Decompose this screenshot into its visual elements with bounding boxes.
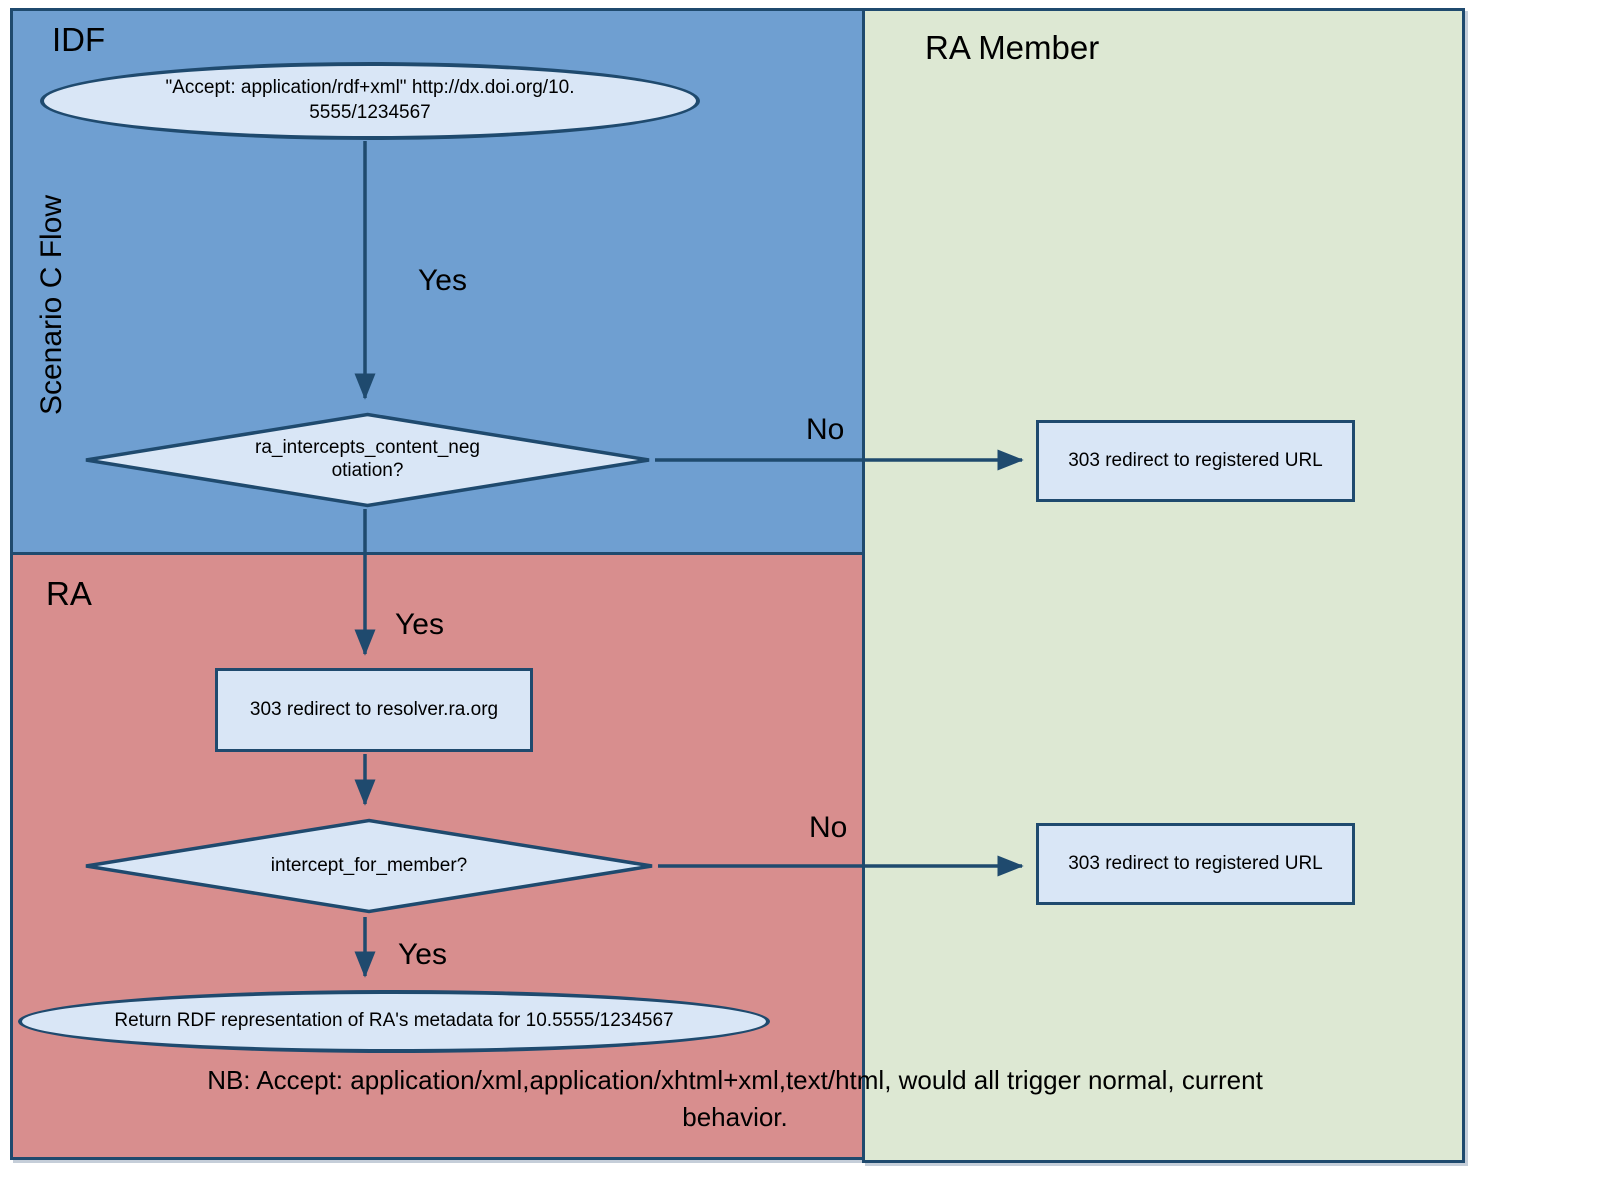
lane-ra-member [862,8,1465,1163]
node-redirect2-text: 303 redirect to registered URL [1068,852,1323,874]
edge-label-yes-2: Yes [395,608,444,641]
diamond-shape [85,818,653,914]
node-decision-content-negotiation: ra_intercepts_content_neg otiation? [83,412,652,508]
node-start-line2: 5555/1234567 [309,102,431,123]
node-redirect-registered-top: 303 redirect to registered URL [1036,420,1355,502]
edge-label-yes-3: Yes [398,938,447,971]
node-resolver-text: 303 redirect to resolver.ra.org [249,698,499,720]
nb-note-line1: NB: Accept: application/xml,application/… [207,1065,1263,1095]
node-return-text: Return RDF representation of RA's metada… [114,1010,674,1032]
nb-note: NB: Accept: application/xml,application/… [85,1062,1385,1136]
node-return-rdf: Return RDF representation of RA's metada… [18,990,770,1053]
decision2-text: intercept_for_member? [270,854,468,876]
node-start-request: "Accept: application/rdf+xml" http://dx.… [40,62,700,140]
node-redirect1-text: 303 redirect to registered URL [1068,449,1323,471]
decision1-line1: ra_intercepts_content_neg [255,437,480,459]
nb-note-line2: behavior. [682,1102,788,1132]
diagram-title: Scenario C Flow [35,194,68,416]
lane-ra-member-label: RA Member [925,29,1100,66]
lane-idf-label: IDF [52,21,106,58]
diamond-shape [85,412,650,508]
node-start-line1: "Accept: application/rdf+xml" http://dx.… [165,77,575,99]
node-decision-intercept-member: intercept_for_member? [83,818,655,914]
node-redirect-resolver: 303 redirect to resolver.ra.org [215,668,533,752]
edge-label-yes-1: Yes [418,264,467,297]
edge-label-no-1: No [806,413,845,446]
decision1-line2: otiation? [331,460,404,481]
edge-label-no-2: No [809,811,848,844]
lane-ra-label: RA [46,575,92,612]
node-redirect-registered-bottom: 303 redirect to registered URL [1036,823,1355,905]
